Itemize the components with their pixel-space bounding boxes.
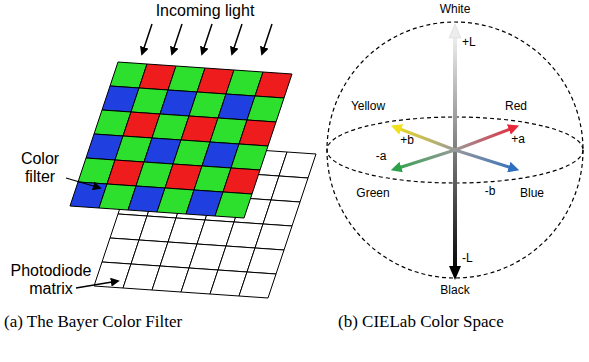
subfigure-caption: (a) The Bayer Color Filter xyxy=(4,312,182,332)
filter-cell xyxy=(231,144,268,170)
axis-label: +b xyxy=(400,134,414,148)
filter-cell xyxy=(223,168,260,194)
photodiode-cell xyxy=(263,200,300,226)
yellow-axis-arrow xyxy=(396,128,455,151)
blue-axis-arrow xyxy=(455,150,514,169)
axis-label: +L xyxy=(462,36,476,50)
light-arrow xyxy=(172,24,182,54)
axis-head-black xyxy=(449,266,461,280)
color-label: Green xyxy=(356,187,389,201)
photodiode-cell xyxy=(279,152,316,178)
axis-label: -L xyxy=(462,252,473,266)
color-label: White xyxy=(440,3,471,17)
color-label: Blue xyxy=(520,187,544,201)
photodiode-cell xyxy=(271,176,308,202)
leader-arrow xyxy=(66,178,100,188)
photodiode-cell xyxy=(247,248,284,274)
light-label: Incoming light xyxy=(156,2,255,20)
leader-arrow xyxy=(76,281,118,288)
filter-cell xyxy=(247,96,284,122)
photodiode-grid xyxy=(94,142,316,298)
filter-cell xyxy=(255,72,292,98)
filter-cell xyxy=(239,120,276,146)
part-label: Color filter xyxy=(9,150,71,187)
light-arrows xyxy=(142,24,272,54)
bayer-filter-grid xyxy=(70,62,292,218)
light-arrow xyxy=(202,24,212,54)
axis-label: -a xyxy=(376,150,387,164)
light-arrow xyxy=(142,24,152,54)
color-label: Yellow xyxy=(351,100,385,114)
light-arrow xyxy=(232,24,242,54)
light-arrow xyxy=(262,24,272,54)
axis-label: -b xyxy=(485,185,496,199)
color-label: Black xyxy=(440,284,469,298)
green-axis-arrow xyxy=(396,150,455,169)
photodiode-cell xyxy=(255,224,292,250)
sphere-outline xyxy=(327,22,583,278)
photodiode-cell xyxy=(239,272,276,298)
part-label: Photodiode matrix xyxy=(3,262,99,299)
filter-cell xyxy=(215,192,252,218)
subfigure-caption: (b) CIELab Color Space xyxy=(338,312,516,332)
axis-label: +a xyxy=(511,133,525,147)
red-axis-arrow xyxy=(455,128,514,151)
axis-head-white xyxy=(449,24,461,38)
color-label: Red xyxy=(505,100,527,114)
